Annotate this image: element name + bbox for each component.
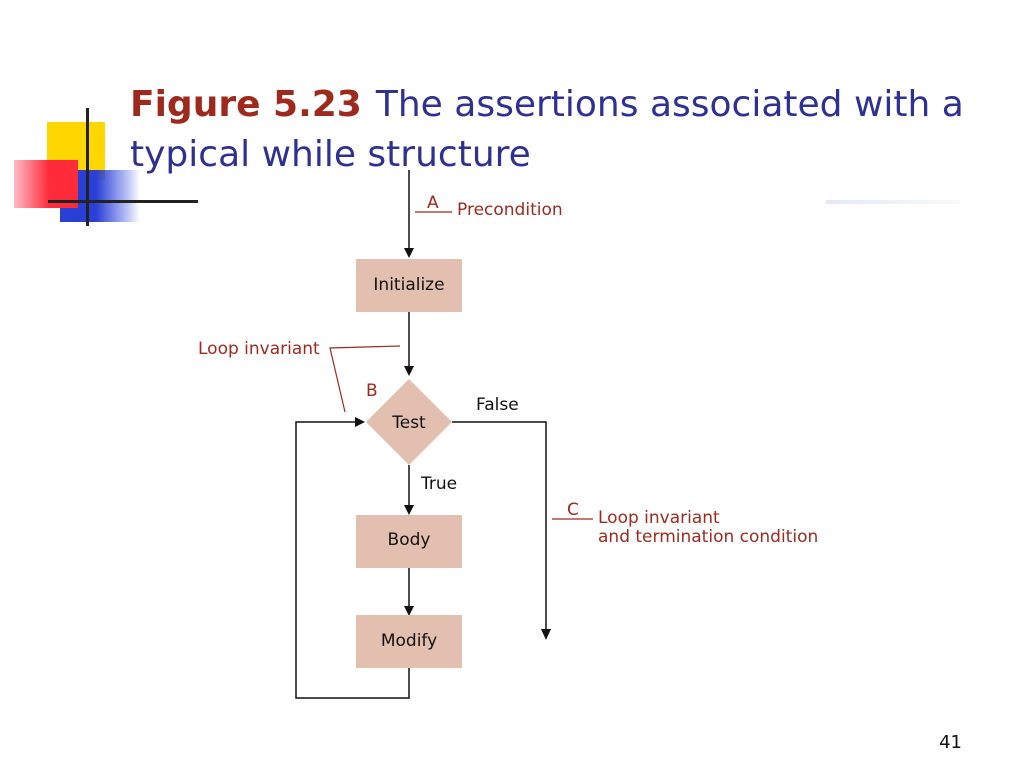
assertion-b-pointer bbox=[329, 345, 401, 413]
figure-label: Figure 5.23 bbox=[130, 84, 362, 125]
assertion-c-letter: C bbox=[567, 500, 579, 520]
arrowhead-initialize bbox=[404, 248, 414, 258]
assertion-c-text-line1: Loop invariant bbox=[598, 508, 720, 528]
arrowhead-test bbox=[404, 366, 414, 376]
arrowhead-exit bbox=[541, 629, 551, 640]
node-body-label: Body bbox=[388, 530, 431, 550]
assertion-a-letter: A bbox=[427, 193, 439, 213]
figure-caption: The assertions associated with a typical… bbox=[130, 84, 964, 175]
edge-label-false: False bbox=[476, 395, 519, 415]
slide-logo bbox=[0, 100, 210, 240]
logo-vertical-line bbox=[86, 108, 89, 226]
edge-test-false-exit bbox=[452, 421, 547, 634]
node-initialize-label: Initialize bbox=[373, 275, 444, 295]
arrowhead-body bbox=[404, 505, 414, 515]
edge-label-true: True bbox=[420, 474, 457, 494]
arrowhead-loop-to-test bbox=[355, 417, 365, 427]
node-test-diamond bbox=[366, 379, 452, 465]
arrowhead-modify bbox=[404, 606, 414, 616]
logo-horizontal-line bbox=[48, 200, 198, 203]
node-modify-box bbox=[356, 615, 462, 668]
node-modify-label: Modify bbox=[381, 631, 437, 651]
edge-loop-back bbox=[295, 421, 410, 699]
decorative-line bbox=[826, 200, 960, 204]
assertion-a-text: Precondition bbox=[457, 200, 563, 220]
assertion-c-text-line2: and termination condition bbox=[598, 527, 818, 547]
node-body-box bbox=[356, 515, 462, 568]
assertion-b-text: Loop invariant bbox=[198, 339, 320, 359]
node-initialize-box bbox=[356, 259, 462, 312]
page-number: 41 bbox=[939, 732, 962, 753]
assertion-b-letter: B bbox=[366, 381, 378, 401]
node-test-label: Test bbox=[391, 413, 426, 433]
